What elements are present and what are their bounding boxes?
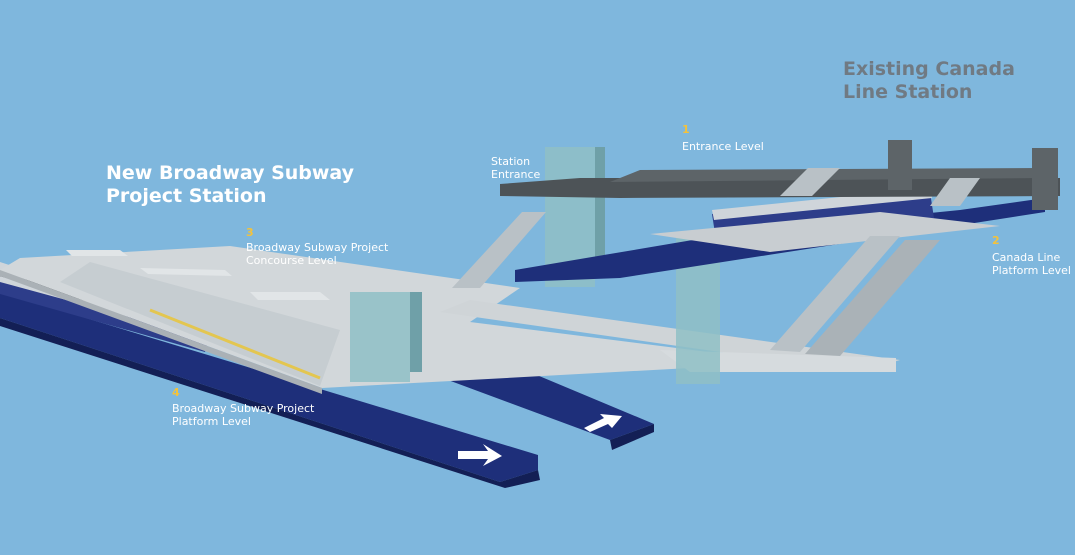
canada-line-platform-label-line2: Platform Level	[992, 264, 1071, 277]
canada-line-platform-label: Canada Line Platform Level	[992, 251, 1071, 277]
canada-line-platform-label-line1: Canada Line	[992, 251, 1061, 264]
platform-level-number: 4	[172, 386, 180, 399]
escalators	[452, 168, 980, 356]
new-station-heading: New Broadway Subway Project Station	[106, 162, 354, 208]
station-entrance-label: Station Entrance	[491, 155, 540, 181]
concourse-level-label-line1: Broadway Subway Project	[246, 241, 389, 254]
canada-line-platform-number: 2	[992, 234, 1000, 247]
concourse-level-label: Broadway Subway Project Concourse Level	[246, 241, 388, 267]
station-entrance-label-line2: Entrance	[491, 168, 541, 181]
entrance-level-label: Entrance Level	[682, 140, 764, 153]
platform-level-label-line1: Broadway Subway Project	[172, 402, 315, 415]
entrance-level-number: 1	[682, 123, 690, 136]
concourse-level-label-line2: Concourse Level	[246, 254, 337, 267]
canada-line-platform-slab	[650, 212, 1000, 252]
new-station-heading-line1: New Broadway Subway	[106, 162, 355, 184]
new-station-heading-line2: Project Station	[106, 185, 267, 207]
existing-station-heading-line2: Line Station	[843, 81, 973, 103]
existing-station-heading: Existing Canada Line Station	[843, 58, 1015, 104]
station-entrance-label-line1: Station	[491, 155, 531, 168]
platform-level-label: Broadway Subway Project Platform Level	[172, 402, 314, 428]
concourse-structures	[66, 250, 330, 300]
concourse-level-number: 3	[246, 226, 254, 239]
direction-arrow-icon	[584, 414, 622, 432]
entrance-towers	[888, 140, 1058, 210]
platform-level-label-line2: Platform Level	[172, 415, 251, 428]
existing-station-heading-line1: Existing Canada	[843, 58, 1015, 80]
direction-arrow-icon	[458, 444, 502, 466]
elevator-shaft	[350, 292, 422, 382]
